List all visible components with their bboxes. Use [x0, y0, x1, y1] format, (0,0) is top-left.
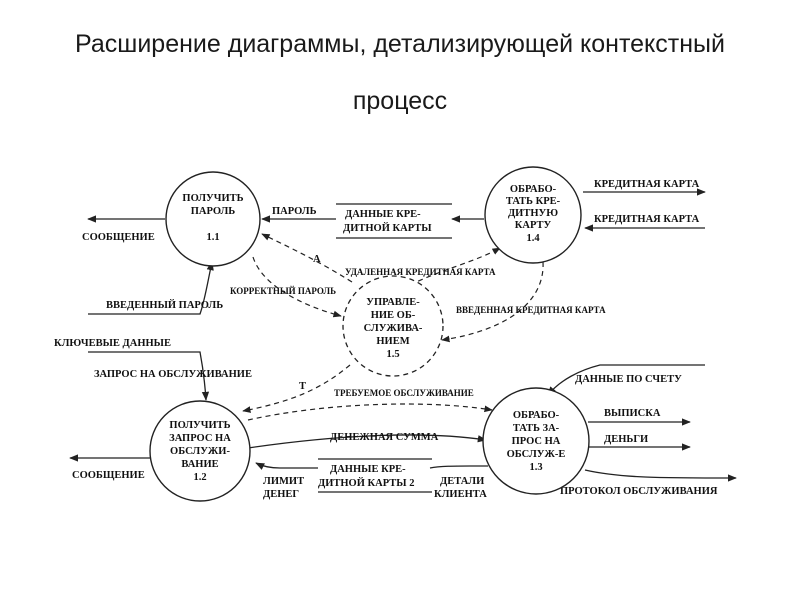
flow-label-message-top: СООБЩЕНИЕ — [82, 232, 155, 243]
flow-arrow-client-details — [429, 465, 488, 469]
process-1-3-label-2: ТАТЬ ЗА- — [513, 423, 560, 434]
data-store-card-data-2: ДАННЫЕ КРЕ- ДИТНОЙ КАРТЫ 2 — [318, 458, 432, 493]
flow-label-message-bottom: СООБЩЕНИЕ — [72, 470, 145, 481]
process-1-5-label-4: НИЕМ — [376, 336, 409, 347]
flow-label-required-service: ТРЕБУЕМОЕ ОБСЛУЖИВАНИЕ — [334, 388, 474, 398]
flow-label-correct-password: КОРРЕКТНЫЙ ПАРОЛЬ — [230, 286, 336, 296]
process-1-4-number: 1.4 — [526, 233, 540, 244]
flow-arrow-deleted-card — [409, 247, 501, 286]
flow-label-client-details-2: КЛИЕНТА — [434, 489, 487, 500]
flow-label-entered-password: ВВЕДЕННЫЙ ПАРОЛЬ — [106, 299, 223, 311]
flow-label-account-data: ДАННЫЕ ПО СЧЕТУ — [575, 374, 682, 385]
process-1-5-number: 1.5 — [386, 349, 399, 360]
process-1-1-label-2: ПАРОЛЬ — [191, 206, 236, 217]
process-1-2-label-1: ПОЛУЧИТЬ — [169, 420, 230, 431]
flow-label-service-log: ПРОТОКОЛ ОБСЛУЖИВАНИЯ — [560, 486, 718, 497]
process-1-2-label-2: ЗАПРОС НА — [169, 433, 231, 444]
flow-label-key-data: КЛЮЧЕВЫЕ ДАННЫЕ — [54, 338, 171, 349]
flow-arrow-correct-password — [252, 256, 342, 318]
process-node-1-2: ПОЛУЧИТЬ ЗАПРОС НА ОБСЛУЖИ- ВАНИЕ 1.2 — [149, 400, 251, 502]
flow-label-card-out: КРЕДИТНАЯ КАРТА — [594, 179, 700, 190]
process-1-3-label-3: ПРОС НА — [512, 436, 561, 447]
flow-label-card-in: КРЕДИТНАЯ КАРТА — [594, 214, 700, 225]
flow-label-entered-card: ВВЕДЕННАЯ КРЕДИТНАЯ КАРТА — [456, 305, 606, 315]
process-1-5-label-1: УПРАВЛЕ- — [366, 297, 420, 308]
flow-arrow-money-amount — [247, 434, 487, 449]
flow-arrow-money-limit — [255, 462, 318, 470]
process-1-1-label-1: ПОЛУЧИТЬ — [182, 193, 243, 204]
flow-label-deleted-card: УДАЛЕННАЯ КРЕДИТНАЯ КАРТА — [345, 267, 496, 277]
process-1-4-label-2: ТАТЬ КРЕ- — [506, 196, 561, 207]
process-1-3-label-4: ОБСЛУЖ-Е — [507, 449, 566, 460]
data-store-card-data-2-line-1: ДАННЫЕ КРЕ- — [330, 464, 406, 475]
flow-label-statement: ВЫПИСКА — [604, 408, 661, 419]
flow-arrow-service-log — [584, 469, 737, 482]
flow-label-money-limit-2: ДЕНЕГ — [263, 489, 299, 500]
process-node-1-3: ОБРАБО- ТАТЬ ЗА- ПРОС НА ОБСЛУЖ-Е 1.3 — [482, 387, 590, 495]
data-store-card-data-line-2: ДИТНОЙ КАРТЫ — [343, 222, 432, 234]
process-node-1-5: УПРАВЛЕ- НИЕ ОБ- СЛУЖИВА- НИЕМ 1.5 — [342, 275, 444, 377]
flow-arrow-entered-password — [88, 261, 214, 315]
process-1-1-number: 1.1 — [206, 232, 219, 243]
flow-label-password: ПАРОЛЬ — [272, 206, 317, 217]
flow-label-service-request: ЗАПРОС НА ОБСЛУЖИВАНИЕ — [94, 369, 252, 380]
process-node-1-1: ПОЛУЧИТЬ ПАРОЛЬ 1.1 — [165, 171, 261, 267]
data-store-card-data-line-1: ДАННЫЕ КРЕ- — [345, 209, 421, 220]
page-title: Расширение диаграммы, детализирующей кон… — [75, 30, 725, 58]
process-1-5-label-3: СЛУЖИВА- — [364, 323, 423, 334]
process-1-2-number: 1.2 — [193, 472, 206, 483]
flow-arrow-t — [242, 364, 351, 413]
process-node-1-4: ОБРАБО- ТАТЬ КРЕ- ДИТНУЮ КАРТУ 1.4 — [484, 166, 582, 264]
flow-label-money: ДЕНЬГИ — [604, 434, 648, 445]
flow-label-money-amount: ДЕНЕЖНАЯ СУММА — [330, 432, 439, 443]
flow-arrow-required-service — [247, 403, 493, 421]
data-store-card-data: ДАННЫЕ КРЕ- ДИТНОЙ КАРТЫ — [336, 203, 452, 239]
flow-arrow-entered-card — [441, 261, 544, 343]
process-1-4-label-1: ОБРАБО- — [510, 184, 557, 195]
process-1-4-label-3: ДИТНУЮ — [508, 208, 558, 219]
page-title-continuation: процесс — [352, 87, 448, 115]
process-1-2-label-4: ВАНИЕ — [181, 459, 218, 470]
process-1-2-label-3: ОБСЛУЖИ- — [170, 446, 230, 457]
process-1-3-number: 1.3 — [529, 462, 542, 473]
flow-label-a: A — [313, 254, 321, 265]
flow-label-money-limit-1: ЛИМИТ — [263, 476, 304, 487]
data-store-card-data-2-line-2: ДИТНОЙ КАРТЫ 2 — [318, 477, 414, 489]
flow-arrow-key-data — [88, 351, 210, 401]
process-1-3-label-1: ОБРАБО- — [513, 410, 560, 421]
flow-label-client-details-1: ДЕТАЛИ — [440, 476, 484, 487]
process-1-4-label-4: КАРТУ — [515, 220, 552, 231]
flow-label-t: T — [299, 381, 306, 392]
flow-arrow-a — [261, 233, 353, 283]
process-1-5-label-2: НИЕ ОБ- — [371, 310, 416, 321]
